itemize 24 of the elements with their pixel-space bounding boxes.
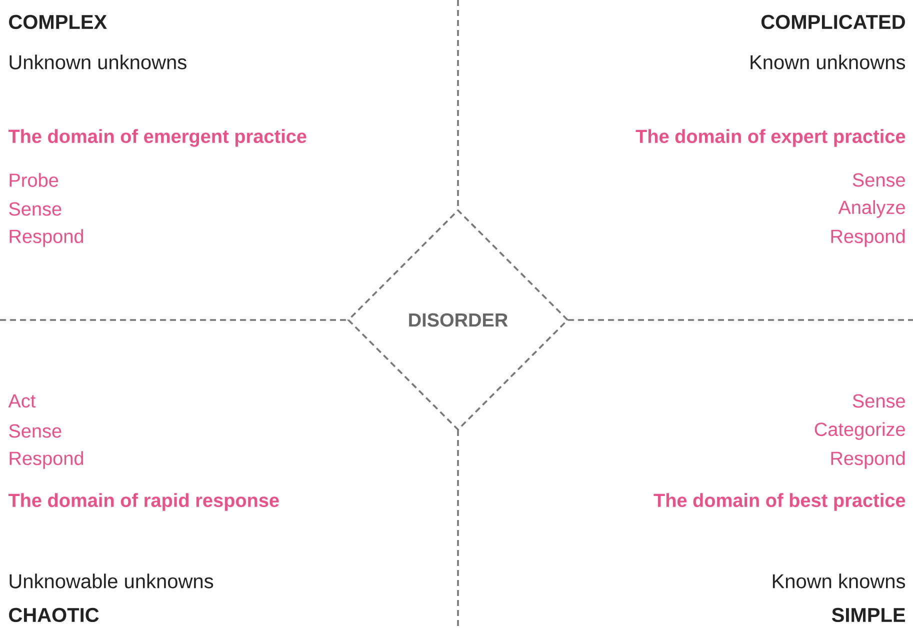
step-text: Act (8, 394, 36, 408)
step-text: Sense (852, 394, 905, 408)
quadrant-title: CHAOTIC (9, 608, 99, 622)
quadrant-title: SIMPLE (832, 608, 906, 622)
domain-title: The domain of expert practice (636, 129, 906, 147)
step-text: Respond (10, 229, 83, 247)
step-text: Analyze (838, 200, 905, 218)
step-text: Respond (831, 451, 905, 469)
step-text: Probe (10, 173, 58, 187)
quadrant-title: COMPLICATED (761, 14, 905, 30)
step-text: Sense (852, 173, 905, 187)
step-text: Sense (9, 202, 62, 216)
knowledge-text: Known unknowns (750, 54, 906, 70)
step-text: Sense (9, 424, 62, 438)
domain-title: The domain of emergent practice (8, 129, 306, 147)
knowledge-text: Unknowable unknowns (10, 574, 214, 588)
domain-title: The domain of best practice (654, 493, 906, 511)
quadrant-title: COMPLEX (9, 14, 107, 30)
knowledge-text: Known knowns (772, 574, 906, 588)
step-text: Categorize (814, 422, 905, 440)
domain-title: The domain of rapid response (8, 493, 279, 511)
knowledge-text: Unknown unknowns (10, 54, 186, 70)
step-text: Respond (10, 451, 83, 469)
step-text: Respond (831, 229, 905, 247)
